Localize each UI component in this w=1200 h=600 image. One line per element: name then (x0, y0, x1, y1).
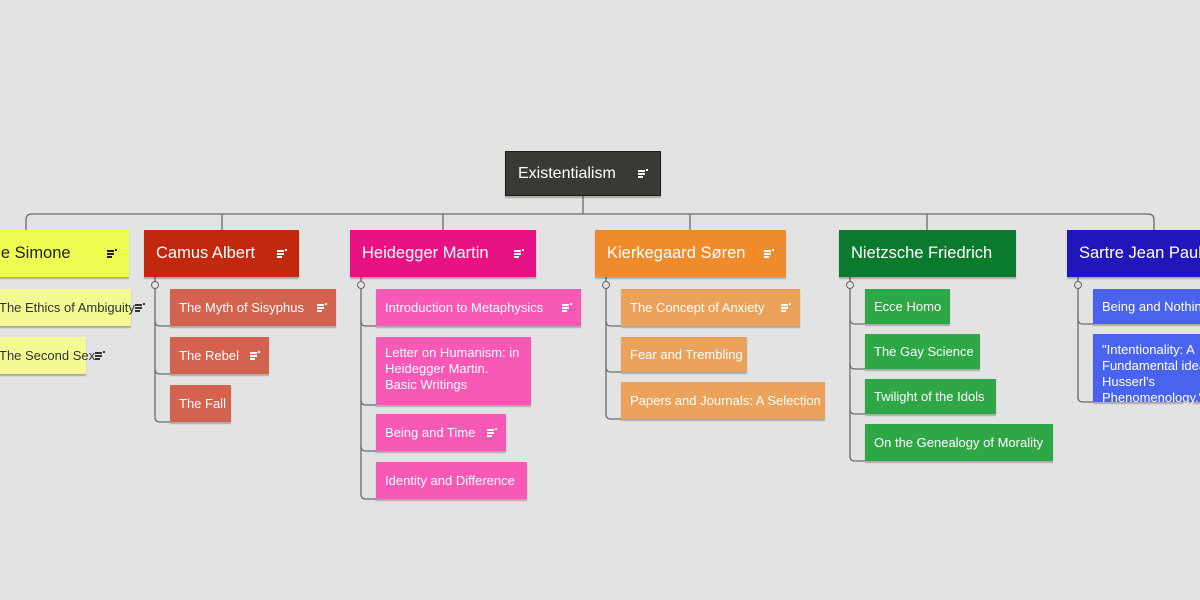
node-label: The Concept of Anxiety (630, 300, 765, 315)
topic-the-concept-of-anxiety[interactable]: The Concept of Anxiety (621, 289, 800, 326)
topic-letter-on-humanism-in-heidegger-martin-basic-writings[interactable]: Letter on Humanism: in Heidegger Martin.… (376, 337, 531, 405)
connector-line (849, 277, 865, 462)
node-label: Letter on Humanism: in Heidegger Martin.… (385, 345, 520, 392)
root-node[interactable]: Existentialism (505, 151, 661, 196)
note-icon[interactable] (514, 249, 524, 258)
branch-node-sartre[interactable]: Sartre Jean Paul (1067, 230, 1200, 277)
node-label: The Second Sex (0, 348, 96, 363)
node-label: Twilight of the Idols (874, 389, 985, 404)
connector-line (360, 445, 376, 452)
node-label: Sartre Jean Paul (1079, 244, 1200, 262)
topic-twilight-of-the-idols[interactable]: Twilight of the Idols (865, 379, 996, 414)
node-label: Introduction to Metaphysics (385, 300, 544, 315)
collapse-toggle-nietzsche[interactable] (846, 281, 854, 289)
topic-the-rebel[interactable]: The Rebel (170, 337, 269, 374)
node-label: Existentialism (518, 164, 616, 182)
collapse-toggle-kierkegaard[interactable] (602, 281, 610, 289)
collapse-toggle-camus[interactable] (151, 281, 159, 289)
branch-node-nietzsche[interactable]: Nietzsche Friedrich (839, 230, 1016, 277)
branch-node-camus[interactable]: Camus Albert (144, 230, 299, 277)
node-label: The Rebel (179, 348, 239, 363)
connector-line (154, 368, 170, 375)
topic-fear-and-trembling[interactable]: Fear and Trembling (621, 337, 747, 372)
connector-line (360, 277, 376, 500)
note-icon[interactable] (764, 249, 774, 258)
note-icon[interactable] (487, 428, 497, 437)
note-icon[interactable] (250, 351, 260, 360)
topic-being-and-nothingness[interactable]: Being and Nothingness (1093, 289, 1200, 324)
node-label: Being and Time (385, 425, 476, 440)
topic-the-gay-science[interactable]: The Gay Science (865, 334, 980, 369)
note-icon[interactable] (562, 303, 572, 312)
topic-the-ethics-of-ambiguity[interactable]: The Ethics of Ambiguity (0, 289, 145, 326)
node-label: Identity and Difference (385, 473, 515, 488)
topic-the-second-sex[interactable]: The Second Sex (0, 337, 106, 374)
topic-the-myth-of-sisyphus[interactable]: The Myth of Sisyphus (170, 289, 336, 326)
connector-line (605, 366, 621, 373)
connector-line (605, 277, 621, 420)
connector-line (1077, 318, 1093, 325)
connector-line (849, 318, 865, 325)
branch-node-kierkegaard[interactable]: Kierkegaard Søren (595, 230, 786, 277)
node-label: The Gay Science (874, 344, 974, 359)
node-label: Heidegger Martin (362, 244, 489, 262)
connector-line (849, 363, 865, 370)
note-icon[interactable] (638, 169, 648, 178)
node-label: Nietzsche Friedrich (851, 244, 993, 262)
node-label: Camus Albert (156, 244, 256, 262)
node-label: On the Genealogy of Morality (874, 435, 1044, 450)
node-label: Ecce Homo (874, 299, 942, 314)
connector-line (360, 399, 376, 406)
note-icon[interactable] (95, 351, 106, 360)
note-icon[interactable] (134, 303, 145, 312)
connector-line (25, 213, 1155, 230)
connector-line (154, 320, 170, 327)
topic-introduction-to-metaphysics[interactable]: Introduction to Metaphysics (376, 289, 581, 326)
node-label: Kierkegaard Søren (607, 244, 746, 262)
topic-on-the-genealogy-of-morality[interactable]: On the Genealogy of Morality (865, 424, 1053, 461)
connector-line (1077, 277, 1093, 403)
node-label: Being and Nothingness (1102, 299, 1200, 314)
connector-line (360, 320, 376, 327)
topic-papers-and-journals-a-selection[interactable]: Papers and Journals: A Selection (621, 382, 825, 419)
collapse-toggle-heidegger[interactable] (357, 281, 365, 289)
node-label: "Intentionality: A Fundamental idea of H… (1102, 342, 1200, 405)
note-icon[interactable] (317, 303, 327, 312)
topic-identity-and-difference[interactable]: Identity and Difference (376, 462, 527, 499)
note-icon[interactable] (107, 249, 117, 258)
note-icon[interactable] (781, 303, 791, 312)
connector-line (605, 320, 621, 327)
node-label: The Fall (179, 396, 226, 411)
topic-being-and-time[interactable]: Being and Time (376, 414, 506, 451)
node-label: The Ethics of Ambiguity (0, 300, 135, 315)
node-label: The Myth of Sisyphus (179, 300, 304, 315)
connector-line (154, 277, 170, 423)
connector-line (849, 408, 865, 415)
topic-ecce-homo[interactable]: Ecce Homo (865, 289, 950, 324)
topic-intentionality-a-fundamental-idea-of-husserl-s-phenomenology[interactable]: "Intentionality: A Fundamental idea of H… (1093, 334, 1200, 405)
branch-node-beauvoir[interactable]: Beauvoir de Simone (0, 230, 129, 277)
branch-node-heidegger[interactable]: Heidegger Martin (350, 230, 536, 277)
note-icon[interactable] (277, 249, 287, 258)
node-label: Papers and Journals: A Selection (630, 393, 821, 408)
collapse-toggle-sartre[interactable] (1074, 281, 1082, 289)
node-label: Fear and Trembling (630, 347, 743, 362)
topic-the-fall[interactable]: The Fall (170, 385, 231, 422)
node-label: Beauvoir de Simone (0, 244, 71, 262)
